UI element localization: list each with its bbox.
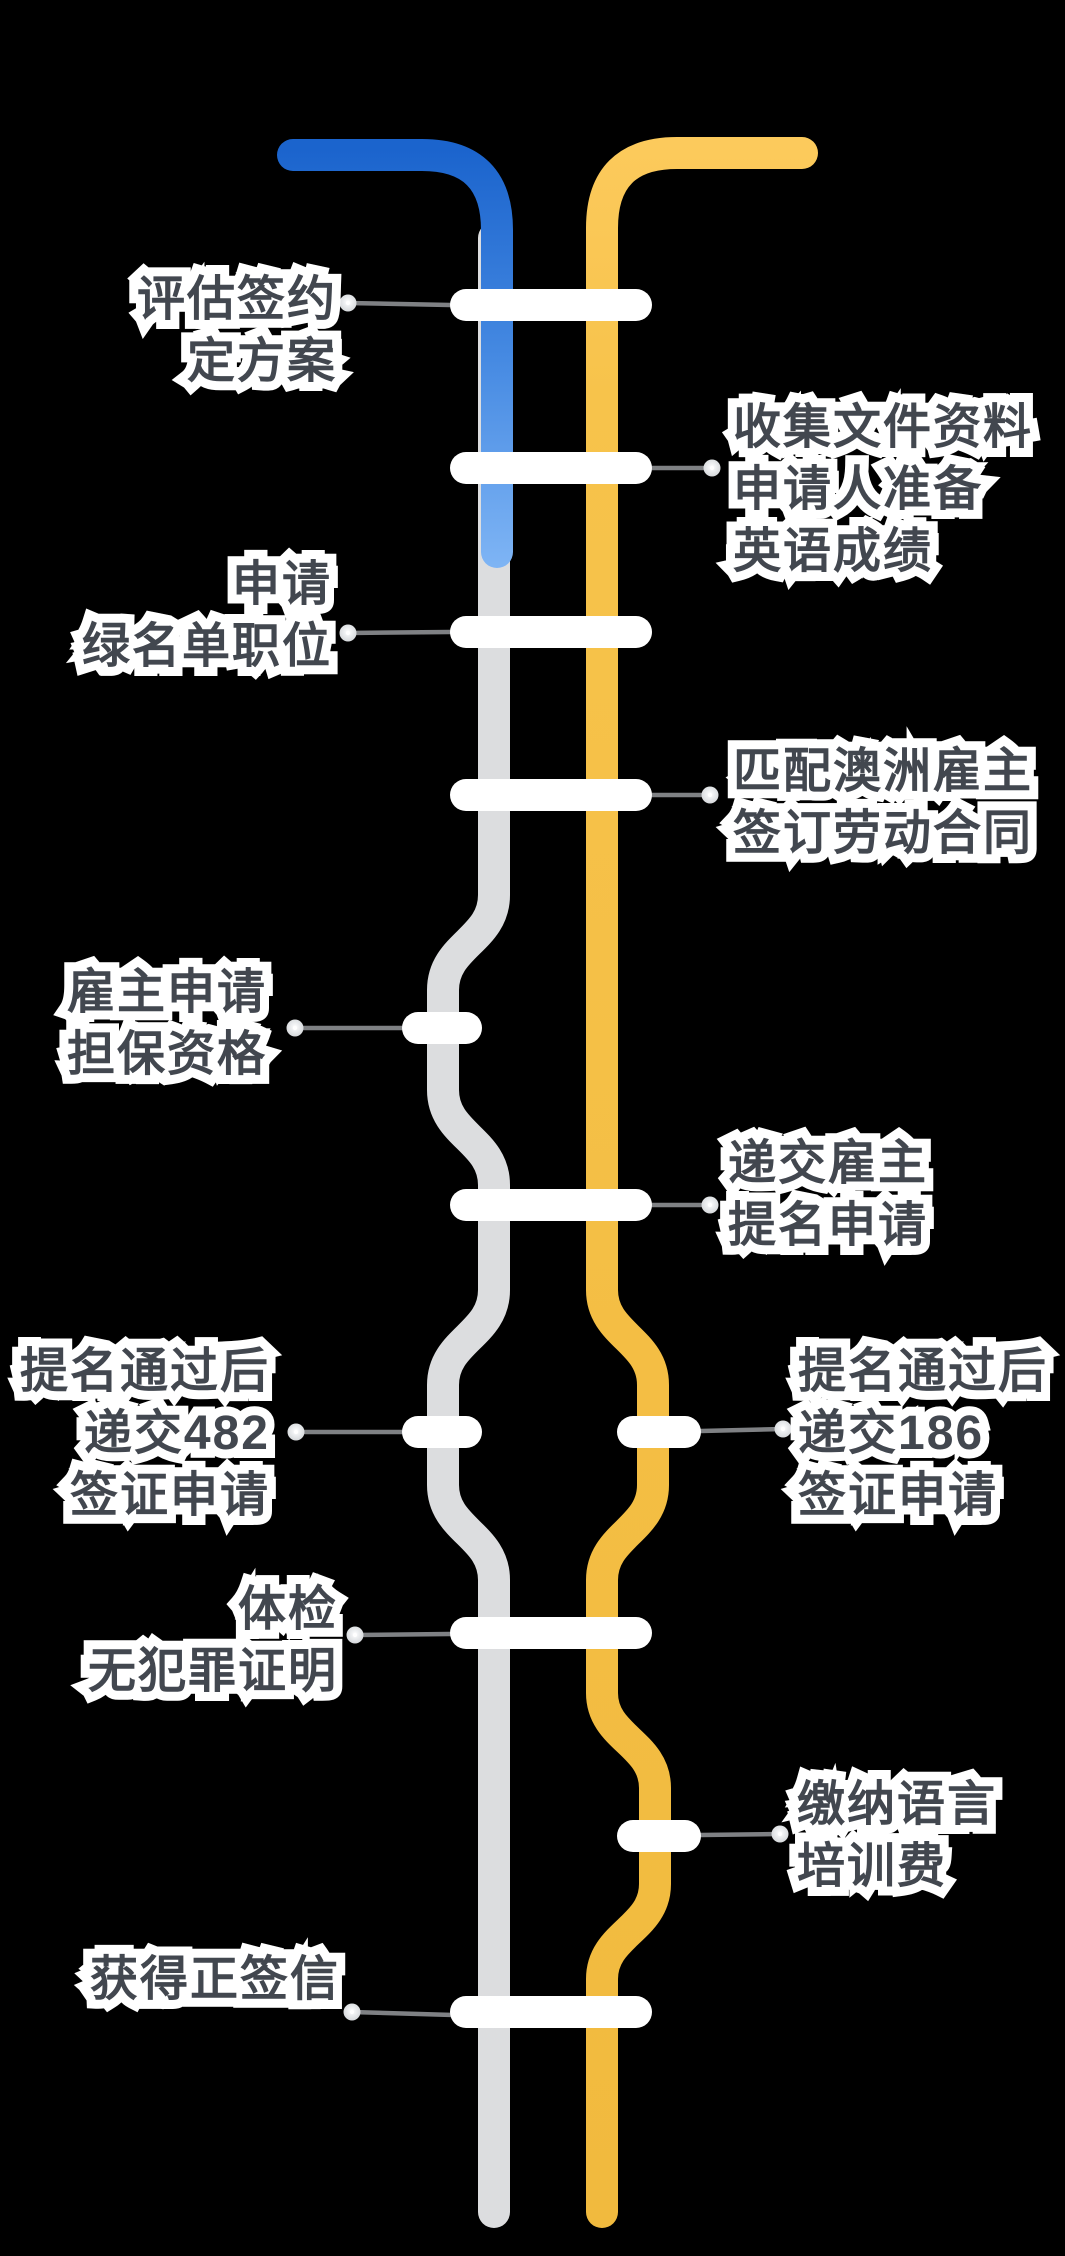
connector-dot xyxy=(343,2003,361,2021)
label-line: 递交186 xyxy=(789,1398,991,1469)
station-marker xyxy=(450,779,652,811)
connector-dot xyxy=(286,1019,304,1037)
label-line: 申请人准备 xyxy=(724,454,990,525)
station-marker xyxy=(450,289,652,321)
station-markers xyxy=(402,289,701,2028)
connector-dot xyxy=(701,1196,719,1214)
station-marker xyxy=(450,452,652,484)
connector-line xyxy=(345,300,453,308)
connector-line xyxy=(349,2009,456,2018)
label-line: 培训费 xyxy=(788,1831,954,1902)
route-line-blue xyxy=(277,139,513,568)
station-marker xyxy=(450,1996,652,2028)
label-line: 提名通过后 xyxy=(789,1336,1055,1407)
connector-dot xyxy=(287,1423,305,1441)
connector-line xyxy=(345,629,453,636)
label-grant-letter: 获得正签信 xyxy=(81,1944,347,2015)
station-marker xyxy=(402,1012,482,1044)
route-line-gray xyxy=(427,222,510,2228)
label-employer-sponsor-qualification: 雇主申请 担保资格 xyxy=(58,957,274,1090)
label-line: 定方案 xyxy=(178,326,344,397)
label-482-visa-application: 提名通过后 递交482 签证申请 xyxy=(11,1336,277,1531)
label-submit-nomination: 递交雇主 提名申请 xyxy=(719,1128,935,1261)
label-match-employer-contract: 匹配澳洲雇主 签订劳动合同 xyxy=(724,736,1040,869)
label-line: 递交雇主 xyxy=(719,1128,935,1199)
label-line: 评估签约 xyxy=(128,264,344,335)
label-line: 绿名单职位 xyxy=(73,611,339,682)
label-line: 签订劳动合同 xyxy=(724,798,1040,869)
station-marker xyxy=(450,1617,652,1649)
connector-dot xyxy=(774,1420,792,1438)
label-line: 申请 xyxy=(223,549,339,620)
label-186-visa-application: 提名通过后 递交186 签证申请 xyxy=(789,1336,1055,1531)
station-marker xyxy=(617,1416,701,1448)
label-collect-documents: 收集文件资料 申请人准备 英语成绩 xyxy=(724,392,1040,587)
route-line-yellow xyxy=(586,137,818,2228)
station-marker xyxy=(402,1416,482,1448)
label-apply-green-list-job: 申请 绿名单职位 xyxy=(73,549,339,682)
connector-dots xyxy=(286,294,792,2021)
label-line: 提名申请 xyxy=(719,1190,935,1261)
connector-dot xyxy=(771,1825,789,1843)
label-line: 获得正签信 xyxy=(81,1944,347,2015)
connector-line xyxy=(698,1426,786,1434)
connector-dot xyxy=(339,294,357,312)
label-line: 签证申请 xyxy=(61,1460,277,1531)
label-line: 担保资格 xyxy=(58,1019,274,1090)
station-marker xyxy=(617,1820,701,1852)
connector-dot xyxy=(346,1626,364,1644)
label-line: 收集文件资料 xyxy=(724,392,1040,463)
connector-lines xyxy=(292,300,786,2018)
label-line: 缴纳语言 xyxy=(788,1769,1004,1840)
connector-dot xyxy=(701,786,719,804)
label-line: 签证申请 xyxy=(789,1460,1005,1531)
label-line: 英语成绩 xyxy=(724,516,940,587)
station-marker xyxy=(450,616,652,648)
label-line: 无犯罪证明 xyxy=(79,1636,345,1707)
connector-dot xyxy=(703,459,721,477)
label-line: 递交482 xyxy=(75,1398,277,1469)
station-marker xyxy=(450,1189,652,1221)
label-evaluate-sign-plan: 评估签约 定方案 xyxy=(128,264,344,397)
label-line: 匹配澳洲雇主 xyxy=(724,736,1040,807)
label-language-training-fee: 缴纳语言 培训费 xyxy=(788,1769,1004,1902)
connector-dot xyxy=(339,624,357,642)
label-health-check-police: 体检 无犯罪证明 xyxy=(79,1574,345,1707)
label-line: 雇主申请 xyxy=(58,957,274,1028)
connector-line xyxy=(352,1631,453,1638)
connector-line xyxy=(698,1831,783,1838)
label-line: 提名通过后 xyxy=(11,1336,277,1407)
label-line: 体检 xyxy=(229,1574,345,1645)
